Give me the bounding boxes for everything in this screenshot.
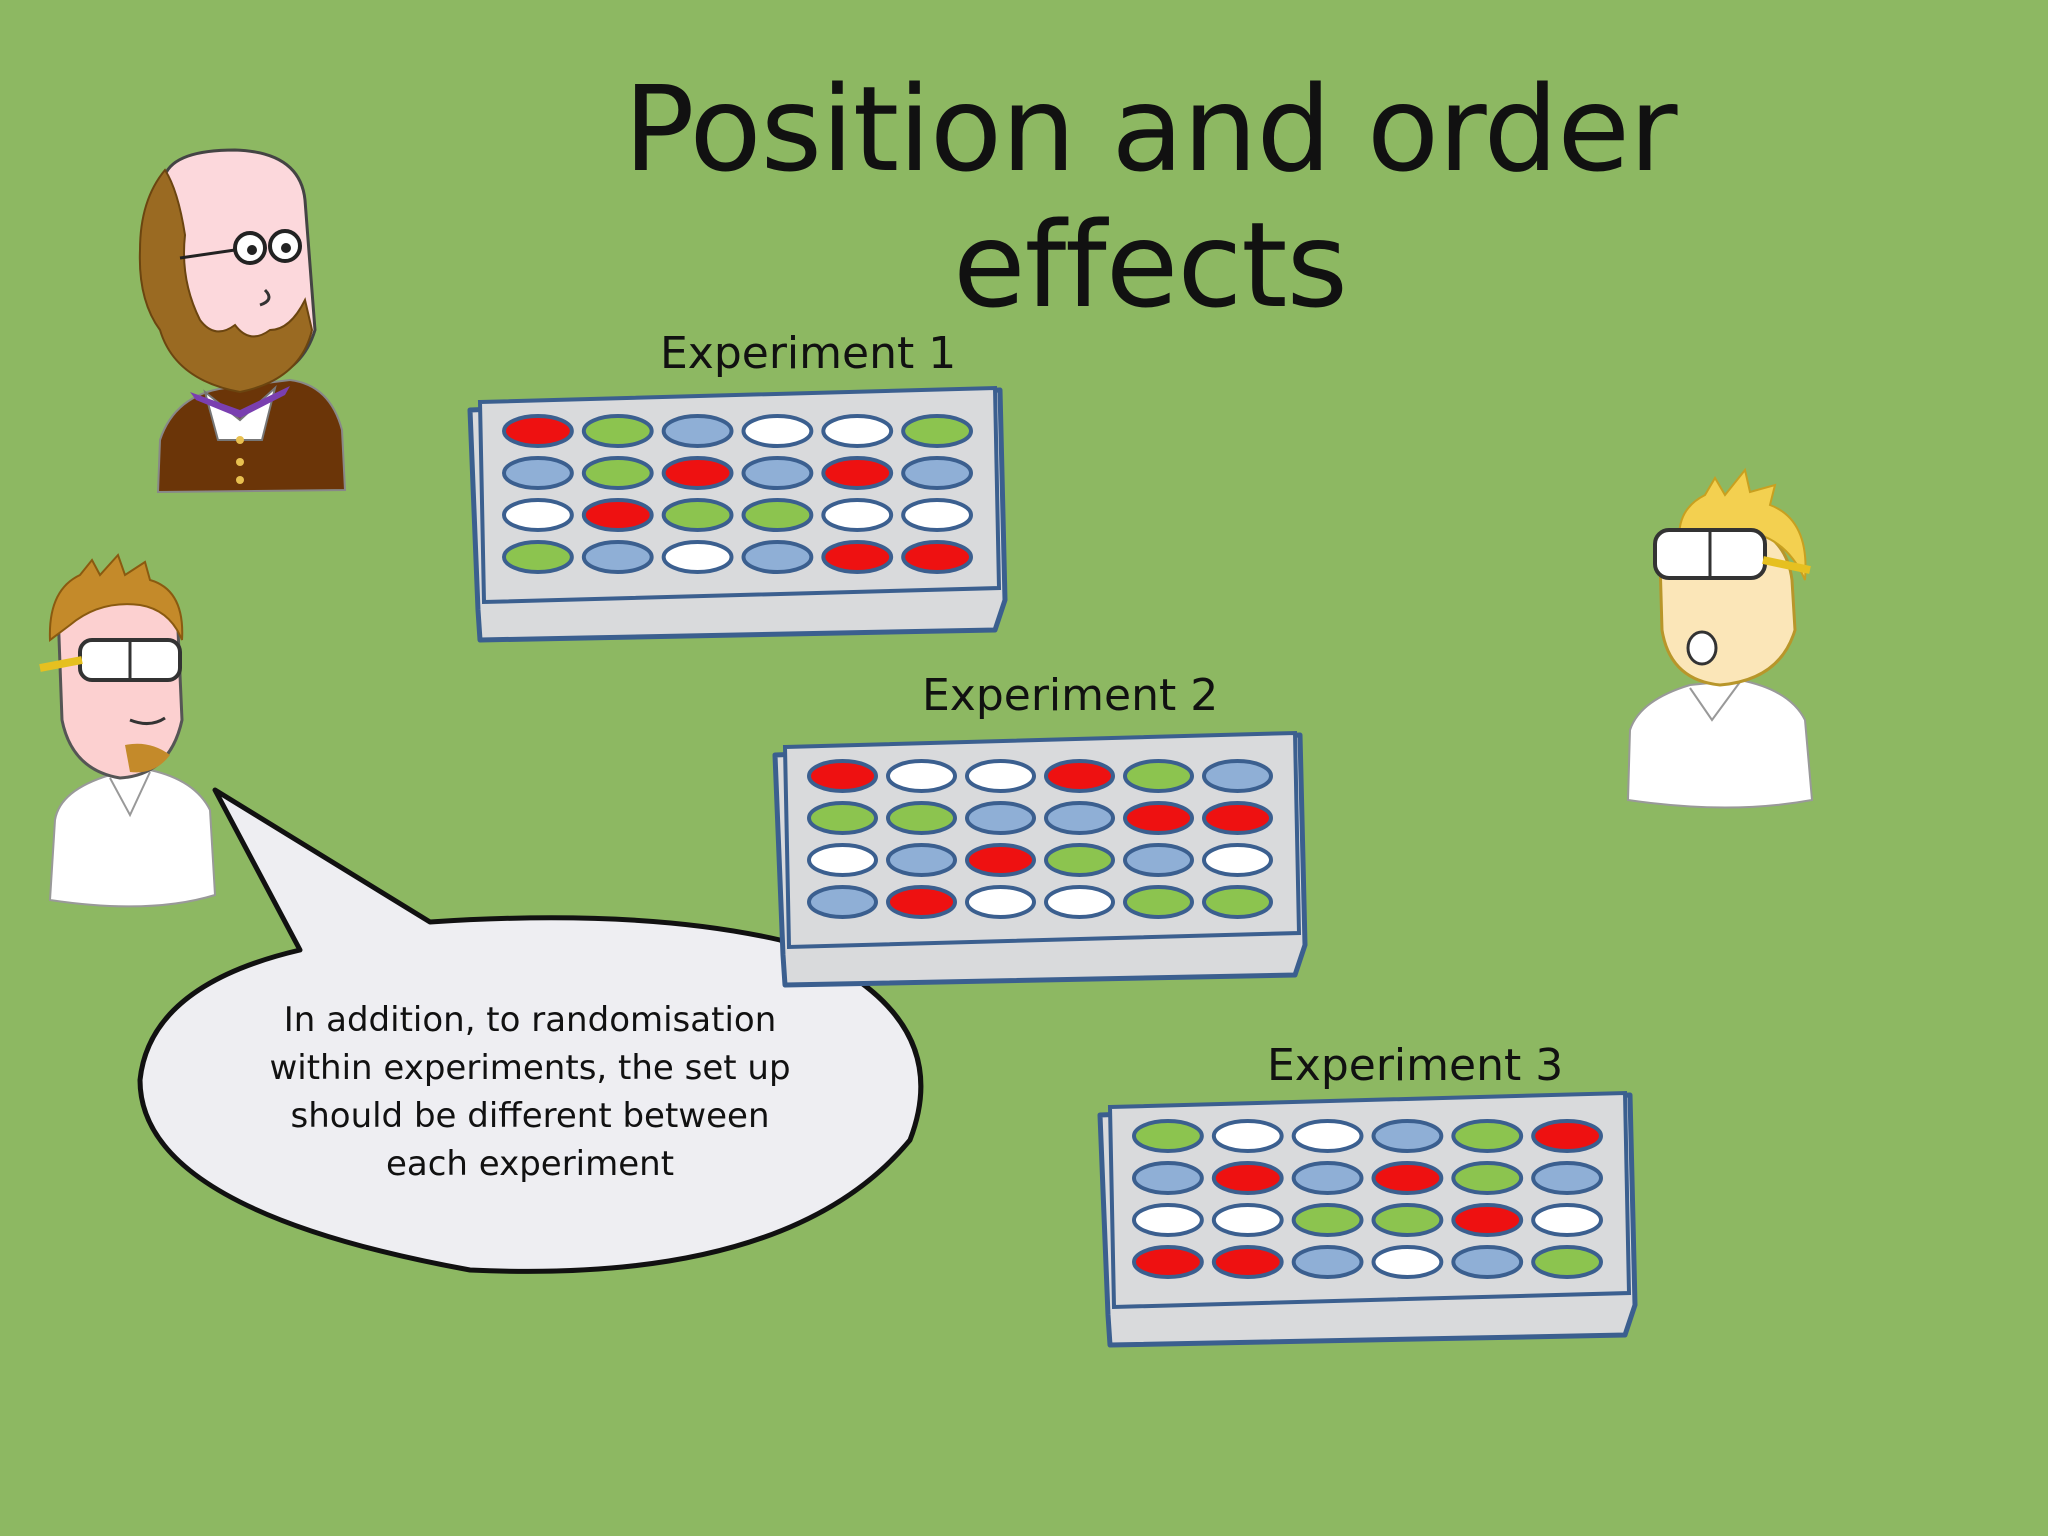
well-red bbox=[1531, 1119, 1604, 1153]
well-red bbox=[965, 843, 1036, 877]
speech-line-2: within experiments, the set up bbox=[269, 1048, 791, 1088]
well-green bbox=[1044, 843, 1115, 877]
plate-2 bbox=[772, 730, 1308, 988]
well-blue bbox=[807, 885, 878, 919]
plate-1 bbox=[467, 385, 1008, 643]
well-white bbox=[821, 498, 894, 532]
well-blue bbox=[581, 540, 654, 574]
plate-3 bbox=[1097, 1090, 1638, 1348]
well-red bbox=[661, 456, 734, 490]
well-blue bbox=[1202, 759, 1273, 793]
well-blue bbox=[1291, 1161, 1364, 1195]
well-white bbox=[807, 843, 878, 877]
well-blue bbox=[741, 540, 814, 574]
well-red bbox=[1202, 801, 1273, 835]
well-white bbox=[901, 498, 973, 532]
well-green bbox=[502, 540, 574, 574]
well-white bbox=[1132, 1203, 1204, 1237]
scientist-left-illustration bbox=[39, 553, 217, 908]
well-blue bbox=[1123, 843, 1194, 877]
well-red bbox=[1211, 1161, 1284, 1195]
well-red bbox=[502, 414, 574, 448]
well-white bbox=[1202, 843, 1273, 877]
well-red bbox=[581, 498, 654, 532]
well-green bbox=[1451, 1161, 1524, 1195]
well-white bbox=[661, 540, 734, 574]
well-green bbox=[1132, 1119, 1204, 1153]
well-white bbox=[965, 885, 1036, 919]
well-red bbox=[821, 540, 894, 574]
well-blue bbox=[901, 456, 973, 490]
well-green bbox=[1123, 885, 1194, 919]
well-blue bbox=[1371, 1119, 1444, 1153]
well-green bbox=[1371, 1203, 1444, 1237]
well-red bbox=[1123, 801, 1194, 835]
well-green bbox=[886, 801, 957, 835]
well-blue bbox=[741, 456, 814, 490]
well-white bbox=[502, 498, 574, 532]
well-white bbox=[1044, 885, 1115, 919]
well-red bbox=[1211, 1245, 1284, 1279]
well-white bbox=[821, 414, 894, 448]
well-blue bbox=[1044, 801, 1115, 835]
well-blue bbox=[1291, 1245, 1364, 1279]
scientist-right-illustration bbox=[1626, 467, 1814, 809]
plates-group bbox=[467, 385, 1638, 1348]
well-green bbox=[1451, 1119, 1524, 1153]
well-blue bbox=[1531, 1161, 1604, 1195]
speech-line-4: each experiment bbox=[385, 1144, 675, 1184]
well-blue bbox=[1132, 1161, 1204, 1195]
well-blue bbox=[1451, 1245, 1524, 1279]
experiment-3-label: Experiment 3 bbox=[1267, 1040, 1564, 1091]
well-white bbox=[1371, 1245, 1444, 1279]
well-green bbox=[661, 498, 734, 532]
well-white bbox=[1211, 1119, 1284, 1153]
well-white bbox=[965, 759, 1036, 793]
well-white bbox=[886, 759, 957, 793]
well-green bbox=[741, 498, 814, 532]
well-red bbox=[886, 885, 957, 919]
well-green bbox=[1202, 885, 1273, 919]
well-blue bbox=[661, 414, 734, 448]
well-red bbox=[821, 456, 894, 490]
well-red bbox=[807, 759, 878, 793]
speech-line-3: should be different between bbox=[290, 1096, 770, 1136]
well-green bbox=[1291, 1203, 1364, 1237]
experiment-2-label: Experiment 2 bbox=[922, 670, 1219, 721]
well-red bbox=[1371, 1161, 1444, 1195]
well-red bbox=[901, 540, 973, 574]
well-green bbox=[1123, 759, 1194, 793]
well-green bbox=[581, 456, 654, 490]
slide-title: Position and order effects bbox=[623, 60, 1677, 334]
well-blue bbox=[965, 801, 1036, 835]
well-white bbox=[1211, 1203, 1284, 1237]
well-red bbox=[1132, 1245, 1204, 1279]
well-green bbox=[1531, 1245, 1604, 1279]
well-blue bbox=[502, 456, 574, 490]
well-white bbox=[1291, 1119, 1364, 1153]
well-blue bbox=[886, 843, 957, 877]
speech-bubble-text: In addition, to randomisation within exp… bbox=[240, 996, 820, 1188]
well-white bbox=[1531, 1203, 1604, 1237]
well-green bbox=[901, 414, 973, 448]
well-white bbox=[741, 414, 814, 448]
well-red bbox=[1044, 759, 1115, 793]
well-green bbox=[581, 414, 654, 448]
experiment-1-label: Experiment 1 bbox=[660, 328, 957, 379]
professor-illustration bbox=[138, 148, 347, 494]
well-green bbox=[807, 801, 878, 835]
speech-line-1: In addition, to randomisation bbox=[283, 1000, 777, 1040]
speech-bubble bbox=[137, 787, 924, 1274]
well-red bbox=[1451, 1203, 1524, 1237]
